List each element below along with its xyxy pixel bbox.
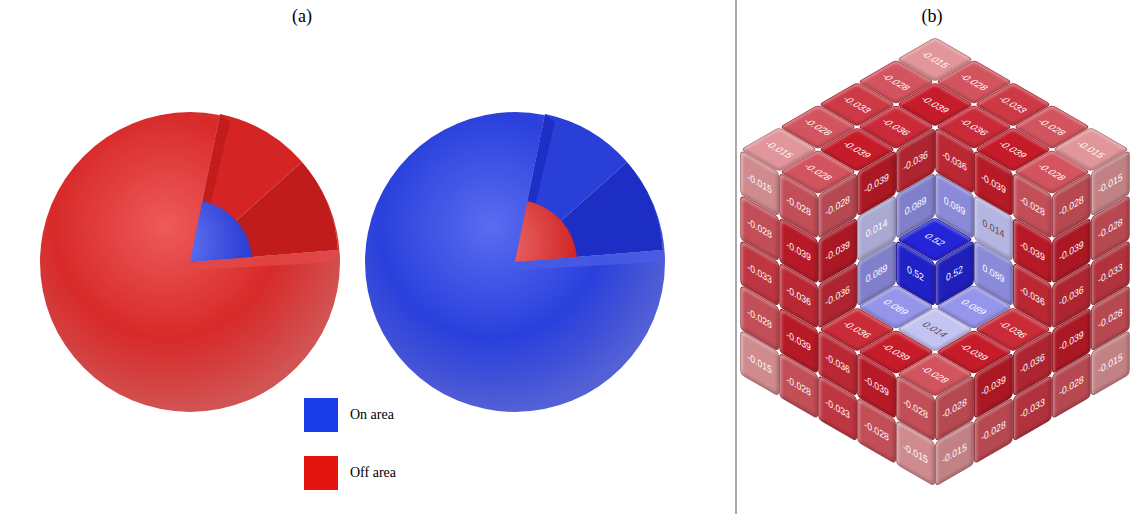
- voxel-value: -0.015: [1098, 171, 1123, 196]
- voxel-value: -0.028: [864, 418, 889, 443]
- legend-entry: Off area: [304, 456, 396, 490]
- voxel-value: -0.015: [1098, 351, 1123, 376]
- voxel-value: -0.015: [918, 50, 952, 70]
- sphere-off-outside: [40, 112, 340, 412]
- voxel-value: -0.028: [1020, 193, 1045, 218]
- voxel-value: -0.033: [1020, 396, 1045, 421]
- voxel-value: -0.015: [942, 441, 967, 466]
- voxel-value: 0.014: [919, 320, 950, 338]
- panel-label: (b): [922, 6, 943, 27]
- voxel-value: -0.036: [840, 320, 874, 340]
- voxel-value: -0.015: [747, 351, 772, 376]
- legend-entry: On area: [304, 398, 394, 432]
- voxel-value: -0.028: [825, 193, 850, 218]
- voxel-value: -0.028: [1098, 216, 1123, 241]
- voxel-value: 0.014: [983, 216, 1005, 240]
- voxel-value: -0.039: [981, 373, 1006, 398]
- voxel-value: -0.039: [996, 140, 1030, 160]
- voxel-value: -0.028: [879, 72, 913, 92]
- voxel-value: -0.028: [957, 72, 991, 92]
- voxel-value: -0.028: [786, 193, 811, 218]
- voxel-value: -0.033: [825, 396, 850, 421]
- voxel-value: -0.039: [825, 238, 850, 263]
- sphere-on-outside: [365, 112, 665, 412]
- voxel-value: -0.039: [786, 328, 811, 353]
- voxel-value: 0.089: [880, 298, 911, 316]
- voxel-value: -0.036: [957, 117, 991, 137]
- voxel-value: 0.089: [983, 261, 1005, 285]
- voxel-value: -0.039: [1059, 238, 1084, 263]
- voxel-value: -0.039: [864, 373, 889, 398]
- voxel-value: -0.033: [1098, 261, 1123, 286]
- voxel-value: 0.014: [866, 216, 888, 240]
- voxel-value: 0.089: [866, 261, 888, 285]
- voxel-value: -0.039: [957, 342, 991, 362]
- voxel-value: -0.036: [942, 148, 967, 173]
- voxel-value: -0.028: [1098, 306, 1123, 331]
- voxel-value: -0.028: [981, 418, 1006, 443]
- voxel-value: -0.039: [786, 238, 811, 263]
- voxel-value: -0.028: [786, 373, 811, 398]
- voxel-value: 0.089: [958, 298, 989, 316]
- voxel-value: -0.033: [747, 261, 772, 286]
- voxel-value: -0.036: [825, 283, 850, 308]
- legend-swatch: [304, 456, 338, 490]
- voxel-value: -0.039: [840, 140, 874, 160]
- voxel-value: -0.033: [996, 95, 1030, 115]
- voxel-value: 0.089: [944, 194, 966, 218]
- voxel-value: -0.039: [1059, 328, 1084, 353]
- voxel-value: -0.028: [903, 396, 928, 421]
- voxel-value: -0.036: [903, 148, 928, 173]
- voxel-value: -0.028: [747, 306, 772, 331]
- legend-text: On area: [350, 407, 394, 423]
- divider-line: [736, 0, 737, 514]
- voxel-value: -0.039: [879, 342, 913, 362]
- voxel-value: -0.028: [1059, 373, 1084, 398]
- voxel-value: 0.52: [946, 263, 963, 284]
- voxel-value: 0.52: [907, 263, 924, 284]
- voxel-value: -0.015: [903, 441, 928, 466]
- voxel-value: -0.015: [1074, 140, 1108, 160]
- voxel-value: 0.089: [905, 194, 927, 218]
- voxel-value: -0.039: [918, 95, 952, 115]
- voxel-value: -0.028: [747, 216, 772, 241]
- legend-swatch: [304, 398, 338, 432]
- voxel-value: -0.015: [762, 140, 796, 160]
- voxel-value: -0.036: [1059, 283, 1084, 308]
- voxel-value: -0.028: [1035, 162, 1069, 182]
- panel-label: (a): [292, 6, 312, 27]
- voxel-value: -0.028: [1059, 193, 1084, 218]
- voxel-value: -0.036: [825, 351, 850, 376]
- voxel-value: 0.52: [922, 232, 948, 247]
- voxel-value: -0.036: [1020, 351, 1045, 376]
- voxel-value: -0.033: [840, 95, 874, 115]
- voxel-value: -0.039: [864, 171, 889, 196]
- voxel-value: -0.039: [1020, 238, 1045, 263]
- voxel-value: -0.036: [1020, 283, 1045, 308]
- voxel-value: -0.028: [801, 117, 835, 137]
- voxel-value: -0.028: [942, 396, 967, 421]
- voxel-value: -0.028: [918, 365, 952, 385]
- voxel-value: -0.039: [981, 171, 1006, 196]
- voxel-value: -0.015: [747, 171, 772, 196]
- voxel-value: -0.036: [996, 320, 1030, 340]
- voxel-value: -0.036: [786, 283, 811, 308]
- voxel-value: -0.028: [801, 162, 835, 182]
- voxel-value: -0.028: [1035, 117, 1069, 137]
- legend-text: Off area: [350, 465, 396, 481]
- voxel-value: -0.036: [879, 117, 913, 137]
